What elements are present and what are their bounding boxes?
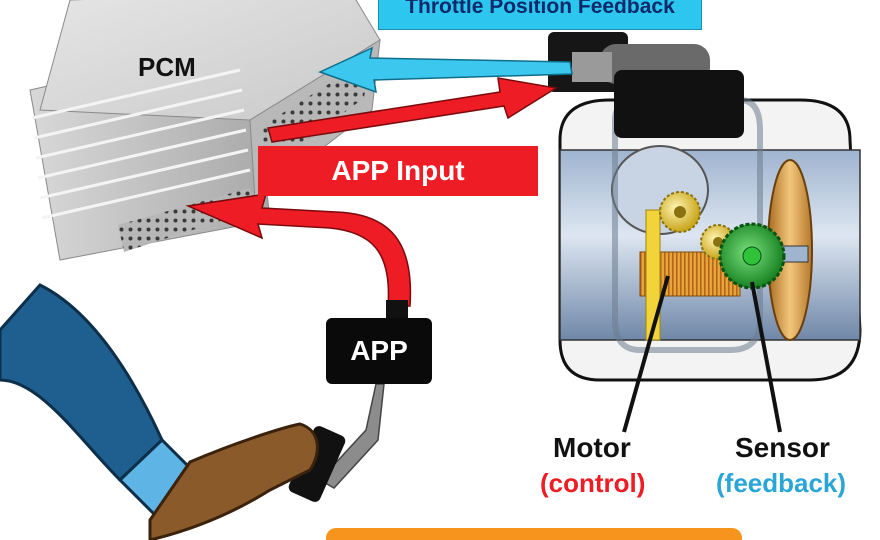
throttle-body [548,32,862,382]
pcm-label: PCM [138,52,196,82]
sensor-pointer-line [750,281,782,433]
bottom-banner [326,528,742,540]
motor-pointer-line [622,275,670,433]
app-input-label: APP Input [258,146,538,196]
feedback-label: (feedback) [716,468,847,498]
feedback-arrow [318,46,573,94]
control-label: (control) [540,468,646,498]
driver-leg [0,283,164,483]
throttle-position-feedback-label: Throttle Position Feedback [378,0,702,30]
sensor-label: Sensor [735,432,830,463]
motor-label: Motor [553,432,631,463]
driver-shoe [148,422,319,540]
app-sensor-label: APP [326,318,432,384]
pcm-to-throttle-arrow [267,77,559,143]
pedal-pad [288,426,346,502]
app-input-arrow [185,193,412,307]
